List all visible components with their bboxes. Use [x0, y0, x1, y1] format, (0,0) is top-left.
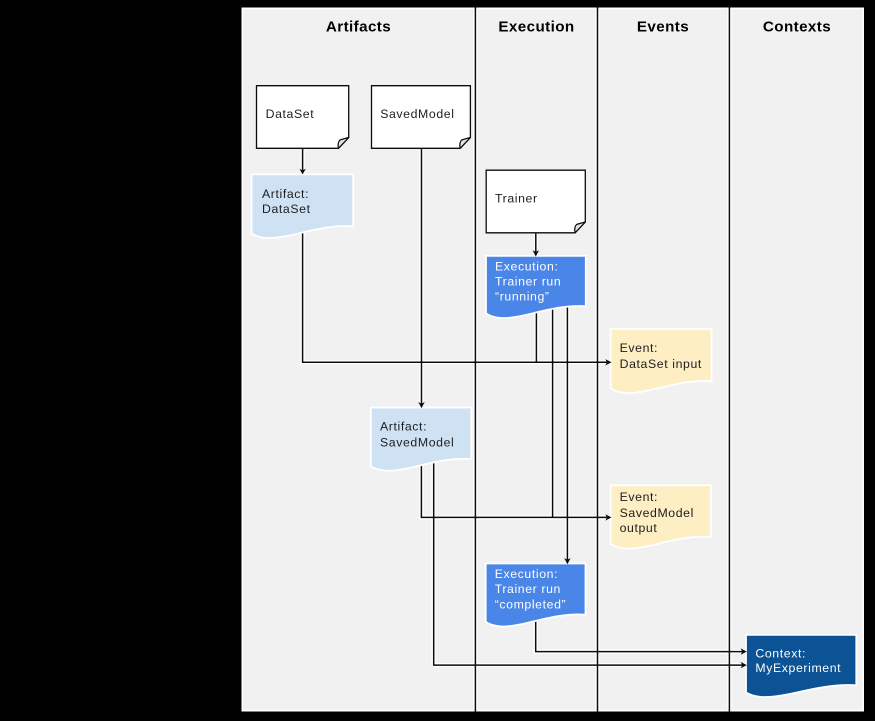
svg-text:SavedModel: SavedModel: [620, 506, 694, 520]
svg-text:Event:: Event:: [620, 341, 658, 355]
svg-text:output: output: [620, 521, 658, 535]
svg-text:Trainer run: Trainer run: [495, 582, 561, 596]
svg-text:SavedModel: SavedModel: [380, 435, 454, 449]
svg-text:DataSet: DataSet: [262, 202, 311, 216]
svg-text:Execution:: Execution:: [495, 259, 558, 273]
svg-text:Event:: Event:: [620, 490, 658, 504]
svg-text:Context:: Context:: [755, 646, 806, 660]
svg-text:Execution:: Execution:: [495, 567, 558, 581]
svg-text:MyExperiment: MyExperiment: [755, 661, 841, 675]
svg-text:Artifact:: Artifact:: [262, 187, 309, 201]
svg-text:DataSet input: DataSet input: [620, 357, 702, 371]
svg-text:DataSet: DataSet: [266, 107, 315, 121]
svg-text:SavedModel: SavedModel: [380, 107, 454, 121]
svg-text:Artifact:: Artifact:: [380, 420, 427, 434]
svg-text:“completed”: “completed”: [495, 597, 567, 611]
svg-text:Events: Events: [637, 19, 689, 36]
svg-text:Trainer run: Trainer run: [495, 275, 561, 289]
svg-text:Trainer: Trainer: [495, 192, 538, 206]
svg-text:Execution: Execution: [498, 19, 574, 36]
svg-text:Contexts: Contexts: [763, 19, 831, 36]
svg-text:“running”: “running”: [495, 290, 550, 304]
svg-text:Artifacts: Artifacts: [326, 19, 391, 36]
